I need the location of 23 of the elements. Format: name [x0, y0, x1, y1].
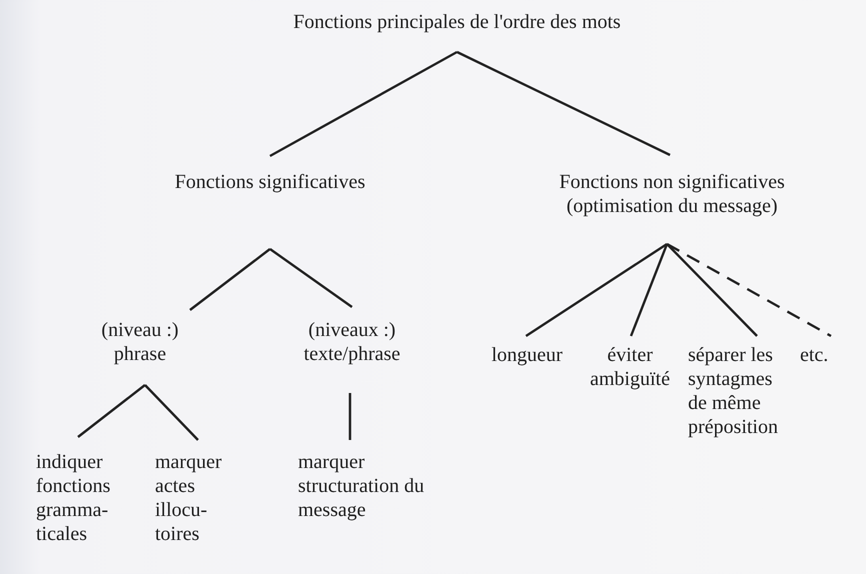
tree-node-text: marquer actes illocu- toires [155, 440, 224, 546]
branch-line [77, 384, 146, 438]
branch-line [189, 248, 271, 311]
tree-node-text: (niveaux :) texte/phrase [296, 307, 408, 393]
tree-node-text: longueur [480, 336, 574, 367]
branch-line [525, 243, 668, 337]
tree-node-text: Fonctions non significatives (optimisation du message) [537, 155, 807, 244]
branch-line [348, 393, 352, 440]
dashed-branch-line [666, 242, 832, 338]
branch-line [269, 248, 353, 308]
tree-node-text: (niveau :) phrase [90, 310, 190, 385]
branch-line [269, 50, 458, 158]
branch-line [456, 50, 671, 156]
tree-node-text: Fonctions principales de l'ordre des mots [237, 10, 677, 52]
tree-node-text: séparer les syntagmes de même préposition [688, 336, 780, 439]
tree-node-text: Fonctions significatives [140, 156, 400, 249]
tree-node-text: etc. [800, 336, 831, 367]
tree-node-text: marquer structuration du message [298, 440, 427, 522]
tree-node-text: éviter ambiguïté [581, 336, 679, 391]
branch-line [144, 384, 199, 441]
branch-line [630, 244, 668, 336]
branch-line [666, 243, 758, 337]
tree-node-text: indiquer fonctions gramma- ticales [36, 437, 113, 546]
